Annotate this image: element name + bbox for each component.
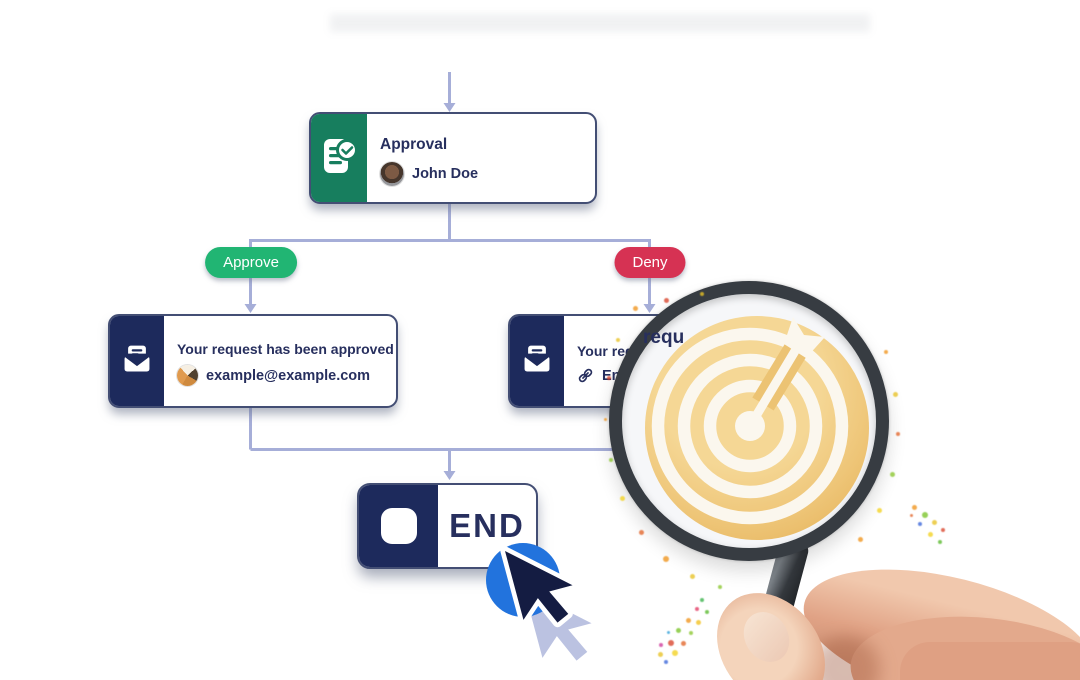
- arrow-fletching: [784, 317, 825, 358]
- arrow-shaft: [745, 346, 800, 431]
- end-node-label: END: [449, 507, 525, 544]
- link-icon: [577, 367, 594, 384]
- deny-branch-pill[interactable]: Deny: [614, 247, 686, 278]
- recipient-email: example@example.com: [206, 367, 371, 384]
- end-node[interactable]: END: [357, 483, 538, 569]
- approval-node-accent: [311, 114, 367, 202]
- assignee-avatar: [380, 161, 404, 186]
- mail-icon: [121, 343, 153, 380]
- approved-email-node[interactable]: Your request has been approved example@e…: [108, 314, 398, 408]
- approved-email-title: Your request has been approved: [177, 341, 394, 357]
- assignee-name: John Doe: [412, 165, 479, 182]
- recipient-avatar: [177, 365, 198, 386]
- end-node-accent: [359, 485, 438, 567]
- approval-node-title: Approval: [380, 135, 448, 153]
- magnifier-glass: requ: [609, 281, 889, 561]
- approval-node[interactable]: Approval John Doe: [309, 112, 597, 204]
- bullseye-target-icon: [651, 317, 849, 525]
- task-approval-icon: [321, 136, 358, 181]
- target-disc: [645, 316, 869, 540]
- approved-email-accent: [110, 316, 164, 406]
- denied-email-accent: [510, 316, 564, 406]
- background-smear: [330, 14, 870, 32]
- hand-palm: [900, 642, 1080, 680]
- stop-square-icon: [380, 508, 417, 544]
- mail-icon: [521, 343, 553, 380]
- magnified-text-fragment: requ: [643, 327, 685, 348]
- cursor-icon: [486, 543, 592, 661]
- approve-branch-pill[interactable]: Approve: [205, 247, 297, 278]
